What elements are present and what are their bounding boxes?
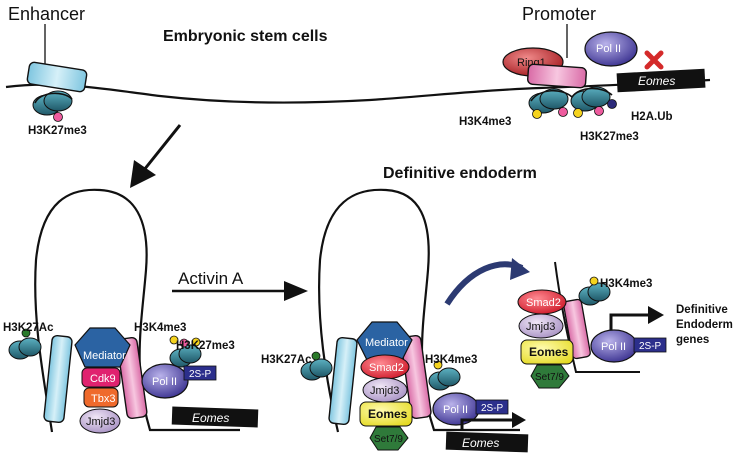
h2a-ub-label: H2A.Ub	[631, 111, 673, 123]
phospho-tag-left	[183, 365, 217, 381]
smad2-label-middle: Smad2	[369, 362, 404, 374]
jmjd3-label-middle: Jmjd3	[370, 385, 399, 397]
nucleosome-promoter	[528, 86, 617, 119]
nucleosome-inset	[578, 276, 611, 306]
tbx3-label: Tbx3	[91, 393, 115, 405]
es-cells-title: Embryonic stem cells	[163, 28, 328, 45]
jmjd3-protein-left	[79, 408, 121, 434]
transition-arrow-head	[130, 160, 156, 188]
eomes-protein-middle	[359, 401, 413, 427]
target-genes-line1: Definitive	[676, 304, 728, 316]
nucleosome-left-prom	[169, 335, 202, 368]
eomes-gene-box-middle	[445, 431, 529, 453]
nucleosome-enhancer	[32, 90, 73, 122]
target-genes-line3: genes	[676, 334, 709, 346]
promoter-element-inset	[563, 298, 591, 360]
curved-arrow	[444, 261, 524, 306]
set79-label-middle: Set7/9	[374, 434, 403, 445]
eomes-gene-label-left: Eomes	[192, 411, 229, 425]
h3k27me3-label-left: H3K27me3	[176, 340, 235, 352]
enhancer-element-middle	[328, 336, 358, 426]
h3k27me3-label-enhancer: H3K27me3	[28, 125, 87, 137]
enhancer-element	[26, 61, 88, 93]
activin-a-label: Activin A	[178, 269, 244, 288]
eomes-gene-box-es	[616, 68, 706, 93]
transition-arrow-shaft	[142, 124, 182, 171]
h3k4me3-label-inset: H3K4me3	[600, 278, 652, 290]
target-genes-line2: Endoderm	[676, 319, 733, 331]
tss-arrowhead-middle	[512, 412, 526, 428]
h3k27ac-label-middle: H3K27Ac	[261, 354, 312, 366]
dna-strand-es	[5, 78, 711, 104]
phospho-tag-middle	[475, 399, 509, 415]
mediator-label-left: Mediator	[83, 350, 126, 362]
pol2-protein-es	[584, 31, 638, 67]
h3k4me3-label-left: H3K4me3	[134, 322, 186, 334]
loop-middle	[318, 188, 520, 433]
phospho-label-left: 2S-P	[189, 369, 212, 380]
h3k27ac-label-left: H3K27Ac	[3, 322, 54, 334]
pol2-label-es: Pol II	[596, 43, 621, 55]
eomes-gene-box-left	[171, 406, 259, 428]
curved-arrow-head	[510, 258, 530, 280]
set79-protein-inset	[530, 364, 570, 389]
set79-protein-middle	[369, 426, 409, 451]
pol2-protein-left	[141, 363, 189, 399]
inhibit-x-icon	[644, 50, 664, 70]
pol2-label-inset: Pol II	[601, 341, 626, 353]
phospho-tag-inset	[633, 337, 667, 353]
tss-arrow-middle	[460, 418, 516, 430]
mediator-protein-left	[74, 327, 131, 368]
promoter-label: Promoter	[522, 4, 596, 24]
h3k4me3-label-middle: H3K4me3	[425, 354, 477, 366]
eomes-protein-inset	[520, 339, 574, 365]
nucleosome-mid-enh	[300, 351, 333, 381]
h3k27me3-mark	[53, 112, 63, 122]
tbx3-protein	[83, 387, 119, 408]
phospho-label-middle: 2S-P	[481, 403, 504, 414]
pol2-label-middle: Pol II	[443, 404, 468, 416]
dna-inset	[554, 261, 640, 373]
enhancer-label: Enhancer	[8, 4, 85, 24]
enhancer-element-left	[43, 334, 73, 424]
eomes-gene-label-es: Eomes	[638, 74, 675, 88]
phospho-label-inset: 2S-P	[639, 341, 662, 352]
eomes-protein-label-middle: Eomes	[368, 407, 408, 421]
promoter-element-middle	[400, 334, 432, 420]
definitive-endoderm-title: Definitive endoderm	[383, 165, 537, 182]
tss-arrow-inset	[609, 313, 650, 330]
jmjd3-protein-inset	[518, 313, 564, 339]
nucleosome-left-enh	[8, 328, 42, 360]
loop-left	[34, 188, 240, 433]
nucleosome-mid-prom	[428, 360, 461, 391]
eomes-protein-label-inset: Eomes	[529, 345, 569, 359]
smad2-label-inset: Smad2	[526, 297, 561, 309]
pol2-label-left: Pol II	[152, 376, 177, 388]
promoter-element	[527, 63, 587, 89]
jmjd3-label-left: Jmjd3	[86, 416, 115, 428]
h3k4me3-label-es: H3K4me3	[459, 116, 511, 128]
tss-arrowhead-inset	[648, 306, 664, 324]
mediator-label-middle: Mediator	[365, 337, 408, 349]
eomes-gene-label-middle: Eomes	[462, 436, 499, 450]
h3k27me3-label-promoter: H3K27me3	[580, 131, 639, 143]
cdk9-label: Cdk9	[90, 373, 116, 385]
activin-arrow-head	[284, 281, 308, 301]
set79-label-inset: Set7/9	[535, 372, 564, 383]
cdk9-protein	[81, 367, 121, 388]
jmjd3-label-inset: Jmjd3	[526, 321, 555, 333]
